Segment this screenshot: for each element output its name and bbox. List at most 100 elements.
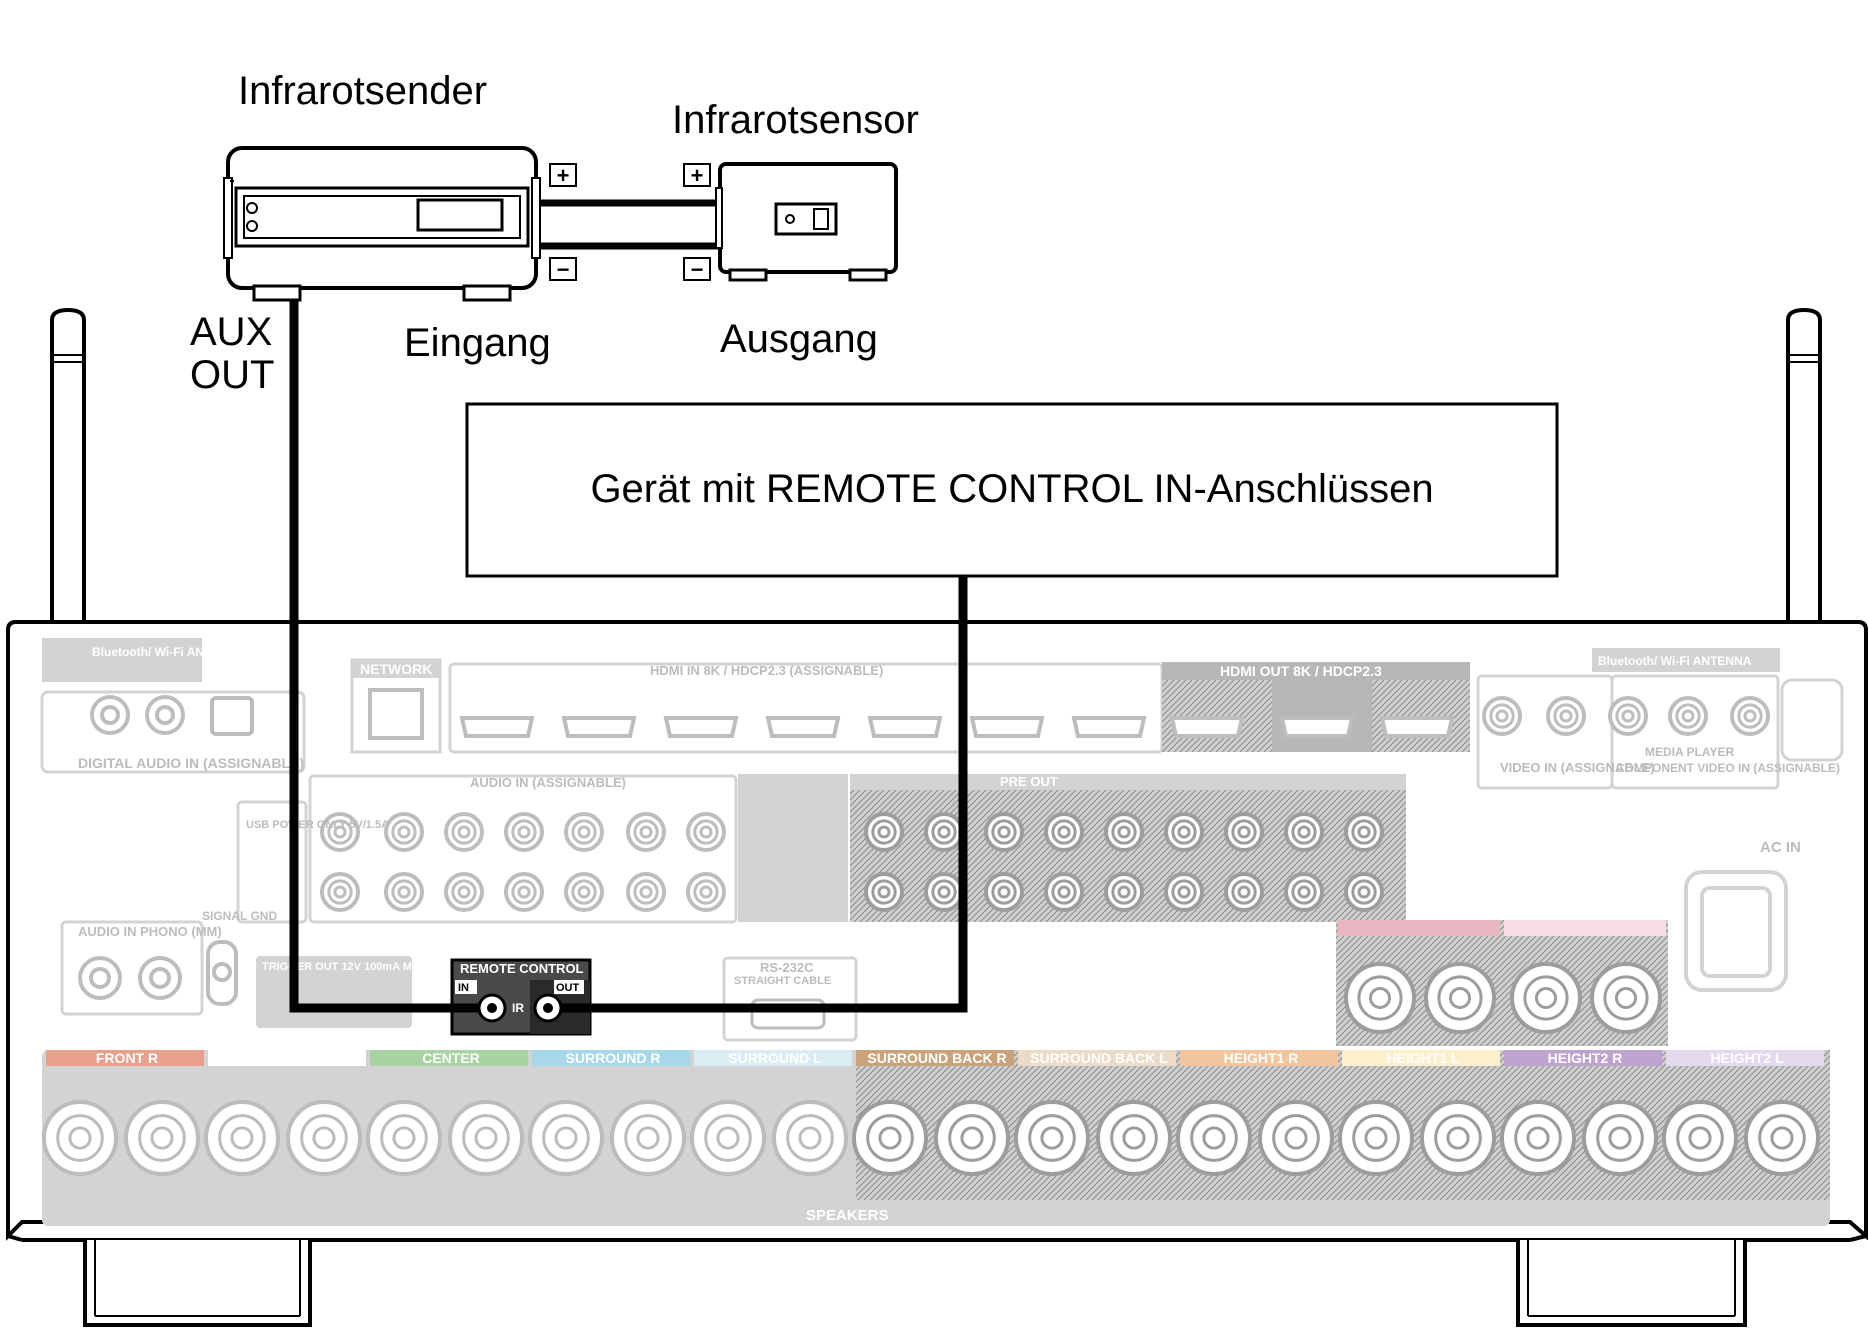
digital-audio-ports — [90, 695, 254, 736]
video-jack — [1546, 696, 1586, 736]
height3-terminal-minus — [1424, 962, 1496, 1034]
speaker-terminal-plus — [1014, 1100, 1090, 1176]
signal-gnd-label: SIGNAL GND — [202, 909, 277, 923]
speaker-group-header — [1018, 1050, 1176, 1066]
sensor-plus-icon — [683, 163, 711, 187]
ir-sensor — [715, 162, 898, 282]
pre-out-jack-top — [1044, 812, 1084, 852]
speaker-terminal-minus — [286, 1100, 362, 1176]
pre-out-jack-bottom — [984, 872, 1024, 912]
digital-audio-label: DIGITAL AUDIO IN (ASSIGNABLE) — [78, 755, 304, 771]
audio-in-jack-l — [384, 812, 424, 852]
hdmi-in-label: HDMI IN 8K / HDCP2.3 (ASSIGNABLE) — [650, 663, 883, 678]
pre-out-jack-bottom — [864, 872, 904, 912]
speaker-group-label: SURROUND BACK R — [867, 1050, 1006, 1066]
audio-in-jack-r — [444, 872, 484, 912]
video-jack — [1730, 696, 1770, 736]
speaker-terminal-minus — [448, 1100, 524, 1176]
speaker-group-label: HEIGHT1 L — [1386, 1050, 1460, 1066]
sensor-plus: + — [691, 163, 704, 188]
remote-in-label: IN — [458, 982, 469, 994]
remote-ir-label: IR — [512, 1001, 524, 1015]
height3-speaker-terminals — [1336, 920, 1668, 1046]
audio-in-jack-r — [626, 872, 666, 912]
speaker-group-header — [1180, 1050, 1338, 1066]
height3-header — [1504, 920, 1666, 936]
hdmi-in-port — [969, 716, 1045, 738]
height3-terminal-minus — [1590, 962, 1662, 1034]
audio-in-jack-l — [444, 812, 484, 852]
ir-sensor-label: Infrarotsensor — [672, 98, 919, 142]
remote-control-device-box — [465, 402, 1559, 578]
speakers-label: SPEAKERS — [806, 1207, 889, 1224]
hdmi-out-ports — [1169, 716, 1455, 738]
audio-in-jack-l — [686, 812, 726, 852]
pre-out-ports — [864, 812, 1384, 912]
pre-out-jack-bottom — [1164, 872, 1204, 912]
speaker-terminal-minus — [124, 1100, 200, 1176]
speaker-group-label: HEIGHT1 R — [1224, 1050, 1299, 1066]
speaker-terminal-minus — [1258, 1100, 1334, 1176]
speaker-group-label: FRONT R — [96, 1050, 158, 1066]
pre-out-jack-top — [924, 812, 964, 852]
hdmi-out-port — [1379, 716, 1455, 738]
antenna-left-label: Bluetooth/ Wi-Fi ANTENNA — [92, 645, 246, 659]
pre-out-jack-top — [1164, 812, 1204, 852]
media-player-label: MEDIA PLAYER — [1645, 745, 1734, 759]
cable-device-to-remote-out — [561, 575, 968, 1013]
transmitter-plus-icon — [549, 163, 577, 187]
speaker-terminal-minus — [772, 1100, 848, 1176]
usb-label: USB POWER ONLY 5V/1.5A — [246, 819, 389, 831]
audio-in-jack-l — [320, 812, 360, 852]
speaker-group-header — [1504, 1050, 1662, 1066]
speaker-group-label: SURROUND BACK L — [1030, 1050, 1168, 1066]
speaker-terminal-plus — [1500, 1100, 1576, 1176]
transmitter-minus-icon — [549, 257, 577, 281]
pre-out-jack-top — [984, 812, 1024, 852]
aux-out-label-line1: AUX — [190, 310, 272, 354]
speaker-terminal-minus — [1582, 1100, 1658, 1176]
speaker-terminal-plus — [1176, 1100, 1252, 1176]
hdmi-in-port — [867, 716, 943, 738]
transmitter-minus: − — [557, 257, 570, 282]
speaker-terminal-plus — [528, 1100, 604, 1176]
hdmi-out-port — [1279, 716, 1355, 738]
remote-control-label: REMOTE CONTROL — [460, 961, 584, 976]
transmitter-plus: + — [557, 163, 570, 188]
trigger-label: TRIGGER OUT 12V 100mA MAX. — [262, 961, 430, 973]
hdmi-in-port — [663, 716, 739, 738]
rs232c-sub-label: STRAIGHT CABLE — [734, 975, 831, 987]
speaker-group-label: HEIGHT2 R — [1548, 1050, 1623, 1066]
av-receiver-back-panel: Bluetooth/ Wi-Fi ANTENNA Bluetooth/ Wi-F… — [6, 307, 1868, 1327]
network-port — [368, 688, 424, 740]
video-jack — [1608, 696, 1648, 736]
polarity-markers — [549, 163, 711, 281]
phono-label: AUDIO IN PHONO (MM) — [78, 924, 222, 939]
speaker-group-header — [532, 1050, 690, 1066]
sensor-minus: − — [691, 257, 704, 282]
audio-in-jack-r — [564, 872, 604, 912]
aux-out-label-line2: OUT — [190, 353, 274, 397]
hdmi-in-port — [765, 716, 841, 738]
remote-out-label: OUT — [556, 982, 580, 994]
hdmi-in-port — [459, 716, 535, 738]
speaker-terminal-minus — [934, 1100, 1010, 1176]
speaker-group-header — [856, 1050, 1014, 1066]
audio-in-jack-r — [504, 872, 544, 912]
audio-in-jack-l — [504, 812, 544, 852]
remote-control-terminal: REMOTE CONTROL IN OUT IR — [450, 958, 592, 1036]
video-jack — [1482, 696, 1522, 736]
pre-out-jack-top — [1284, 812, 1324, 852]
signal-gnd-terminal — [206, 940, 238, 1006]
speaker-group-header — [1666, 1050, 1824, 1066]
hdmi-in-port — [1071, 716, 1147, 738]
speaker-terminal-minus — [1420, 1100, 1496, 1176]
phono-ports — [78, 956, 182, 1000]
speaker-group-header — [46, 1050, 204, 1066]
receiver-foot-left — [83, 1240, 312, 1327]
audio-in-jack-r — [320, 872, 360, 912]
height3-terminal-plus — [1344, 962, 1416, 1034]
ir-transmitter — [223, 146, 541, 302]
ac-in-label: AC IN — [1760, 839, 1801, 856]
